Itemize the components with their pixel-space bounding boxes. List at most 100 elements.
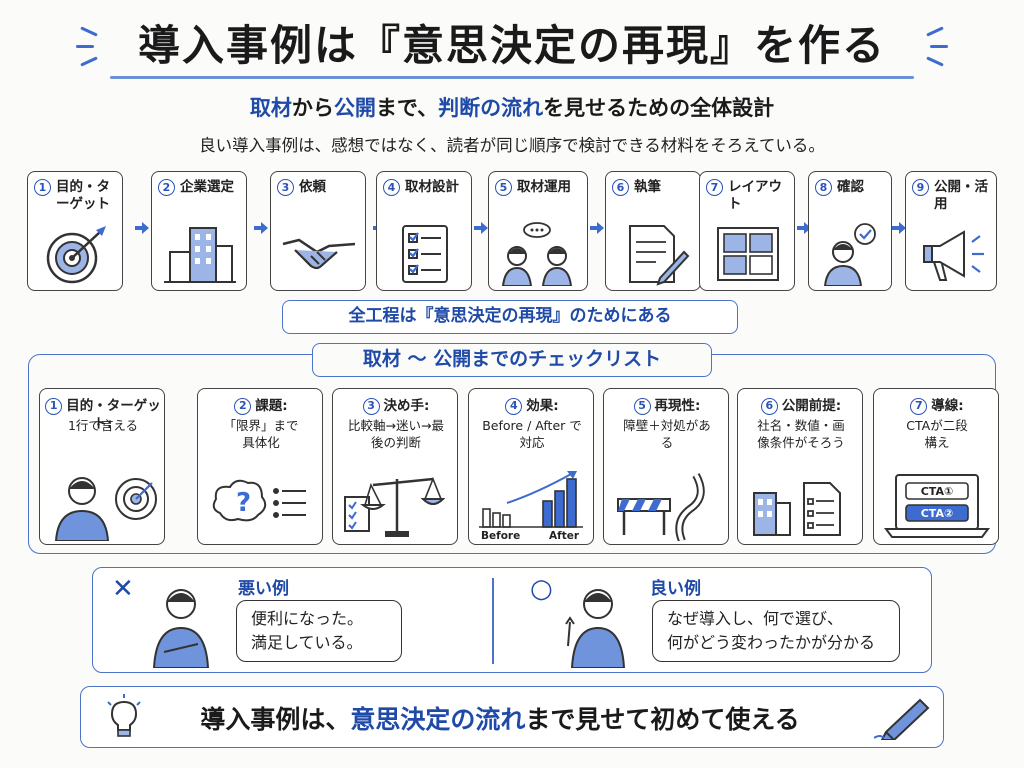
building-doc-icon	[753, 482, 841, 536]
step-number: 7	[706, 179, 723, 196]
question-cloud-icon: ?	[212, 479, 306, 522]
step-number: 9	[912, 179, 929, 196]
card-title: 公開前提:	[781, 398, 842, 414]
step-label: 依頼	[299, 179, 326, 195]
bar-chart-icon: Before After	[479, 471, 583, 541]
step-number: 2	[158, 179, 175, 196]
checklist-icon	[402, 225, 448, 283]
card-number: 4	[505, 397, 523, 415]
laptop-cta-icon: CTA① CTA②	[884, 474, 990, 538]
writing-icon	[629, 225, 690, 286]
confirm-person-icon	[823, 223, 876, 286]
cta-1-label: CTA①	[921, 485, 954, 498]
card-body: 障壁＋対処がある	[623, 418, 711, 450]
flow-arrow-icon	[135, 222, 149, 234]
flow-arrow-icon	[797, 222, 811, 234]
bad-mark: ✕	[112, 574, 134, 604]
card-title: 課題:	[255, 398, 288, 414]
step-label: 目的・ターゲット	[56, 179, 110, 212]
good-example-title: 良い例	[650, 579, 701, 599]
page-title: 導入事例は『意思決定の再現』を作る	[137, 21, 886, 70]
card-title: 導線:	[931, 398, 964, 414]
barrier-road-icon	[617, 473, 705, 541]
step-label: レイアウト	[728, 179, 782, 212]
step-label: 取材設計	[405, 179, 459, 195]
step-card: 8 確認	[808, 171, 892, 291]
step-label: 執筆	[634, 179, 661, 195]
card-title: 目的・ターゲット:	[66, 398, 161, 432]
bad-person-icon	[152, 589, 210, 668]
subtitle: 取材から公開まで、判断の流れを見せるための全体設計	[249, 96, 775, 120]
step-card: 7 レイアウト	[699, 171, 795, 291]
conclusion-banner	[80, 686, 944, 748]
summary-banner: 全工程は『意思決定の再現』のためにある	[282, 300, 738, 334]
flow-arrow-icon	[590, 222, 604, 234]
step-number: 8	[815, 179, 832, 196]
handshake-icon	[282, 238, 356, 270]
good-person-icon	[565, 589, 626, 668]
pen-icon	[874, 698, 930, 740]
card-body: 「限界」まで具体化	[223, 418, 299, 450]
card-number: 6	[760, 397, 778, 415]
checklist-title: 取材 〜 公開までのチェックリスト	[312, 343, 712, 377]
lightbulb-icon	[107, 694, 141, 737]
buildings-icon	[164, 227, 236, 283]
step-number: 3	[277, 179, 294, 196]
accent-dash	[930, 45, 948, 48]
accent-dash	[76, 45, 94, 48]
card-title: 再現性:	[654, 398, 701, 414]
target-icon	[46, 226, 106, 284]
bad-example-title: 悪い例	[238, 579, 289, 599]
step-card: 5 取材運用	[488, 171, 588, 291]
card-number: 3	[362, 397, 380, 415]
good-mark: ○	[530, 574, 553, 604]
cta-2-label: CTA②	[921, 507, 954, 520]
step-number: 5	[495, 179, 512, 196]
step-number: 6	[612, 179, 629, 196]
flow-arrow-icon	[474, 222, 488, 234]
step-label: 確認	[837, 179, 864, 195]
before-label: Before	[481, 530, 520, 541]
scale-icon	[344, 476, 446, 537]
card-number: 1	[45, 397, 63, 415]
step-card: 9 公開・活用	[905, 171, 997, 291]
step-card: 1 目的・ターゲット	[27, 171, 123, 291]
card-title: 効果:	[526, 398, 559, 414]
step-label: 企業選定	[180, 179, 234, 195]
card-body: 社名・数値・画像条件がそろう	[757, 418, 845, 450]
conclusion-text: 導入事例は、意思決定の流れまで見せて初めて使える	[200, 705, 800, 734]
card-body: 1行で言える	[67, 418, 139, 433]
after-label: After	[549, 530, 580, 541]
bad-example-bubble: 便利になった。満足している。	[236, 600, 402, 662]
step-number: 4	[383, 179, 400, 196]
flow-arrow-icon	[892, 222, 906, 234]
megaphone-icon	[923, 230, 984, 281]
step-card: 3 依頼	[270, 171, 366, 291]
svg-text:?: ?	[236, 488, 251, 518]
step-card: 2 企業選定	[151, 171, 247, 291]
flow-arrow-icon	[254, 222, 268, 234]
card-number: 2	[234, 397, 252, 415]
step-label: 公開・活用	[934, 179, 988, 212]
card-number: 7	[910, 397, 928, 415]
card-title: 決め手:	[383, 398, 430, 414]
step-card: 4 取材設計	[376, 171, 472, 291]
step-label: 取材運用	[517, 179, 571, 195]
lead-text: 良い導入事例は、感想ではなく、読者が同じ順序で検討できる材料をそろえている。	[199, 136, 825, 155]
title-underline	[110, 76, 914, 79]
card-body: Before / After で対応	[482, 418, 582, 450]
card-number: 5	[633, 397, 651, 415]
interview-icon	[501, 222, 573, 286]
card-body: CTAが二段構え	[906, 418, 968, 450]
step-number: 1	[34, 179, 51, 196]
good-example-bubble: なぜ導入し、何で選び、何がどう変わったかが分かる	[652, 600, 900, 662]
card-body: 比較軸→迷い→最後の判断	[348, 418, 444, 450]
step-card: 6 執筆	[605, 171, 701, 291]
